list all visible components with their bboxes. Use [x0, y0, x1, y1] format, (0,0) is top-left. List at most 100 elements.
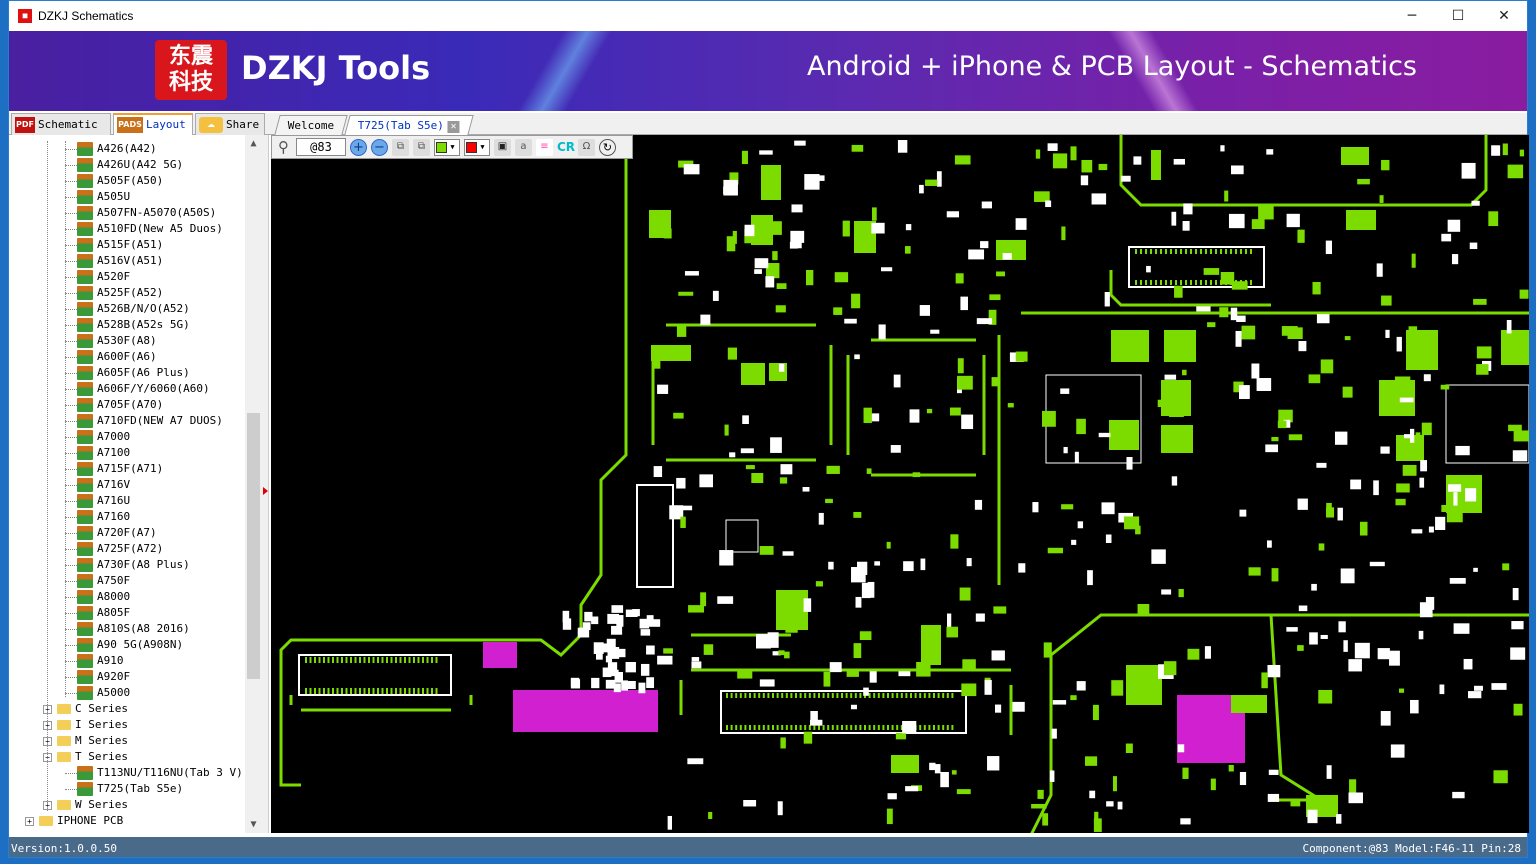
tree-item-folder[interactable]: +IPHONE PCB — [9, 813, 245, 829]
component[interactable] — [1228, 213, 1245, 229]
component[interactable] — [803, 731, 813, 744]
component[interactable] — [805, 269, 814, 286]
component[interactable] — [1171, 211, 1177, 226]
component[interactable] — [663, 228, 672, 239]
component[interactable] — [1506, 319, 1512, 334]
component[interactable] — [1373, 480, 1379, 496]
connector-pin[interactable] — [327, 688, 330, 694]
component[interactable] — [1512, 450, 1528, 462]
connector-pin[interactable] — [1215, 280, 1217, 285]
component[interactable] — [1473, 298, 1487, 305]
tree-item-model[interactable]: A600F(A6) — [9, 349, 245, 365]
component[interactable] — [775, 305, 786, 313]
component[interactable] — [1231, 165, 1244, 175]
component[interactable] — [874, 561, 881, 566]
tree-item-model[interactable]: A505U — [9, 189, 245, 205]
tree-item-model[interactable]: A505F(A50) — [9, 173, 245, 189]
component[interactable] — [1178, 588, 1184, 598]
component[interactable] — [954, 155, 971, 165]
component[interactable] — [1177, 744, 1185, 753]
tree-item-model[interactable]: A7100 — [9, 445, 245, 461]
component[interactable] — [795, 240, 802, 249]
component[interactable] — [646, 677, 655, 689]
connector-pin[interactable] — [900, 693, 903, 698]
component[interactable] — [1453, 492, 1458, 506]
connector-pin[interactable] — [1210, 249, 1212, 254]
component[interactable] — [961, 683, 977, 697]
ohm-icon[interactable]: Ω — [578, 138, 595, 156]
connector-pin[interactable] — [753, 693, 756, 698]
component[interactable] — [1283, 419, 1291, 428]
component[interactable] — [591, 616, 599, 625]
component[interactable] — [853, 511, 862, 518]
connector-pin[interactable] — [735, 725, 738, 730]
component[interactable] — [607, 662, 618, 674]
component[interactable] — [1399, 397, 1414, 403]
component[interactable] — [1007, 403, 1014, 408]
component[interactable] — [1164, 330, 1196, 362]
component[interactable] — [765, 276, 775, 288]
connector-pin[interactable] — [381, 657, 384, 663]
connector-pin[interactable] — [377, 688, 379, 694]
close-button[interactable]: ✕ — [1498, 8, 1510, 24]
component[interactable] — [1402, 464, 1417, 476]
connector-pin[interactable] — [744, 725, 747, 730]
component[interactable] — [955, 273, 964, 284]
component[interactable] — [761, 165, 781, 200]
connector-pin[interactable] — [359, 657, 361, 663]
component[interactable] — [1111, 330, 1149, 362]
connector-pin[interactable] — [1210, 280, 1212, 285]
component[interactable] — [842, 220, 850, 237]
component[interactable] — [1123, 516, 1140, 530]
scroll-up-icon[interactable]: ▲ — [250, 138, 257, 149]
component[interactable] — [1513, 703, 1523, 716]
component[interactable] — [1337, 507, 1343, 521]
connector-pin[interactable] — [919, 725, 922, 730]
connector-pin[interactable] — [1150, 280, 1152, 285]
connector-pin[interactable] — [1250, 280, 1252, 285]
tree-item-model[interactable]: A528B(A52s 5G) — [9, 317, 245, 333]
connector-pin[interactable] — [417, 688, 420, 694]
component[interactable] — [1182, 221, 1190, 231]
connector-pin[interactable] — [1250, 249, 1252, 254]
component[interactable] — [1220, 272, 1235, 285]
component[interactable] — [754, 269, 762, 274]
component[interactable] — [1395, 498, 1406, 506]
component[interactable] — [1070, 695, 1077, 701]
component[interactable] — [1491, 145, 1501, 156]
connector-pin[interactable] — [1160, 280, 1162, 285]
component[interactable] — [1408, 326, 1418, 337]
component[interactable] — [872, 207, 877, 221]
connector-pin[interactable] — [942, 693, 945, 698]
component[interactable] — [700, 592, 707, 607]
tree-item-model[interactable]: A526B/N/O(A52) — [9, 301, 245, 317]
component[interactable] — [1493, 770, 1508, 784]
component[interactable] — [1089, 790, 1096, 799]
component[interactable] — [1031, 803, 1047, 809]
component[interactable] — [611, 625, 623, 635]
connector-pin[interactable] — [726, 725, 728, 730]
search-icon[interactable]: ⚲ — [278, 137, 289, 156]
component[interactable] — [1230, 307, 1238, 321]
component[interactable] — [684, 271, 699, 276]
component[interactable] — [1297, 498, 1308, 510]
component[interactable] — [1241, 325, 1256, 340]
component[interactable] — [1491, 683, 1507, 690]
component[interactable] — [869, 671, 877, 683]
component[interactable] — [765, 263, 780, 279]
component[interactable] — [1461, 162, 1476, 179]
connector-pin[interactable] — [377, 657, 379, 663]
component[interactable] — [1396, 483, 1410, 493]
component[interactable] — [1117, 801, 1123, 810]
tree-item-model[interactable]: A805F — [9, 605, 245, 621]
component[interactable] — [961, 414, 974, 430]
component[interactable] — [886, 541, 891, 549]
connector-pin[interactable] — [790, 725, 793, 730]
connector-pin[interactable] — [776, 693, 779, 698]
tree-item-model[interactable]: A606F/Y/6060(A60) — [9, 381, 245, 397]
minimize-button[interactable]: ─ — [1407, 8, 1417, 24]
component[interactable] — [1228, 764, 1234, 772]
component[interactable] — [640, 663, 650, 676]
component[interactable] — [1476, 364, 1489, 375]
